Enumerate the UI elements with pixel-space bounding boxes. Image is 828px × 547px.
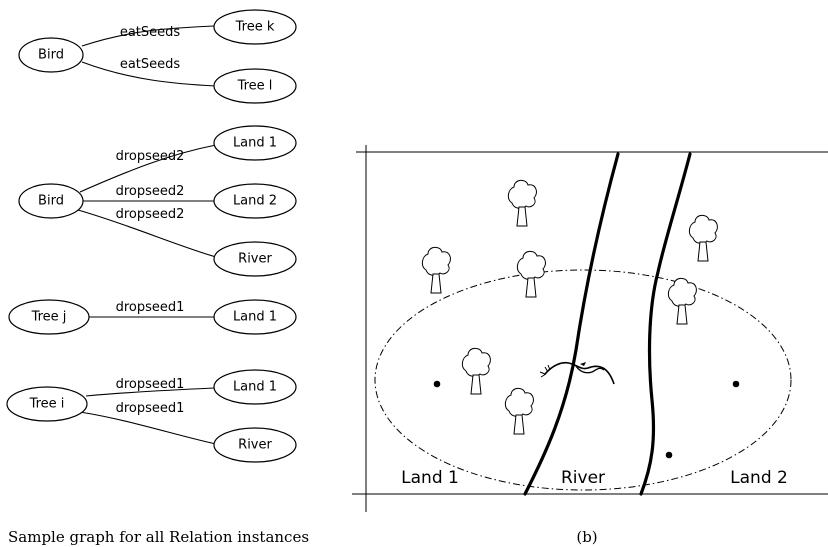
node-label: Bird <box>38 194 64 209</box>
node-tree-j <box>8 299 90 335</box>
edge-bird-river <box>77 209 217 258</box>
tree-icon <box>421 246 451 294</box>
node-bird <box>18 37 84 73</box>
edge-tree-i-land-1 <box>85 387 215 397</box>
graph-group-eatseeds: eatSeeds eatSeeds Bird Tree k Tree l <box>18 9 297 104</box>
tree-icon <box>516 250 546 298</box>
node-label: Bird <box>38 48 64 63</box>
edge-bird-tree-l <box>81 61 217 87</box>
region-label-land-1: Land 1 <box>401 468 459 488</box>
region-label-land-2: Land 2 <box>730 468 788 488</box>
tree-icon <box>504 387 534 435</box>
bird-icon <box>539 361 615 385</box>
graph-group-dropseed1-tree-i: dropseed1 dropseed1 Tree i Land 1 River <box>6 369 297 463</box>
tree-icon <box>461 347 491 395</box>
relation-graph: eatSeeds eatSeeds Bird Tree k Tree l dro… <box>6 9 309 546</box>
seed-dot <box>732 380 740 388</box>
node-land-2 <box>213 183 297 219</box>
node-label: Land 1 <box>233 136 277 151</box>
node-river <box>213 427 297 463</box>
river-right-bank <box>639 152 692 496</box>
tree-icon <box>667 277 697 325</box>
edge-label: dropseed1 <box>116 401 185 416</box>
tree-icon <box>507 179 537 227</box>
region-label-river: River <box>561 468 605 488</box>
seed-dot <box>665 451 673 459</box>
edge-bird-land-1 <box>79 144 217 193</box>
node-label: Tree i <box>29 397 65 412</box>
river-left-bank <box>523 152 620 496</box>
node-label: River <box>238 438 272 453</box>
node-land-1 <box>213 125 297 161</box>
seed-dot <box>433 380 441 388</box>
edge-label: eatSeeds <box>120 25 181 40</box>
tree-icon <box>688 214 718 262</box>
seed-dispersal-region <box>374 269 792 491</box>
caption-a: Sample graph for all Relation instances <box>8 528 309 546</box>
scene-illustration: Land 1 River Land 2 (b) <box>352 145 828 546</box>
node-label: Tree k <box>235 20 275 35</box>
edge-label: dropseed1 <box>116 300 185 315</box>
edge-label: dropseed2 <box>116 207 185 222</box>
node-label: River <box>238 252 272 267</box>
node-tree-i <box>6 386 88 422</box>
edge-bird-tree-k <box>81 25 215 47</box>
edge-label: eatSeeds <box>120 57 181 72</box>
graph-group-dropseed2: dropseed2 dropseed2 dropseed2 Bird Land … <box>18 125 297 277</box>
node-land-1 <box>213 299 297 335</box>
node-label: Tree l <box>237 79 273 94</box>
node-label: Tree j <box>31 310 67 325</box>
node-tree-k <box>213 9 297 45</box>
edge-label: dropseed2 <box>116 184 185 199</box>
caption-b: (b) <box>576 528 597 546</box>
node-river <box>213 241 297 277</box>
node-tree-l <box>213 68 297 104</box>
node-label: Land 1 <box>233 380 277 395</box>
edge-label: dropseed2 <box>116 149 185 164</box>
node-land-1 <box>213 369 297 405</box>
graph-group-dropseed1-tree-j: dropseed1 Tree j Land 1 <box>8 299 297 335</box>
node-label: Land 1 <box>233 310 277 325</box>
node-bird <box>18 183 84 219</box>
edge-label: dropseed1 <box>116 377 185 392</box>
node-label: Land 2 <box>233 194 277 209</box>
edge-tree-i-river <box>79 411 217 445</box>
